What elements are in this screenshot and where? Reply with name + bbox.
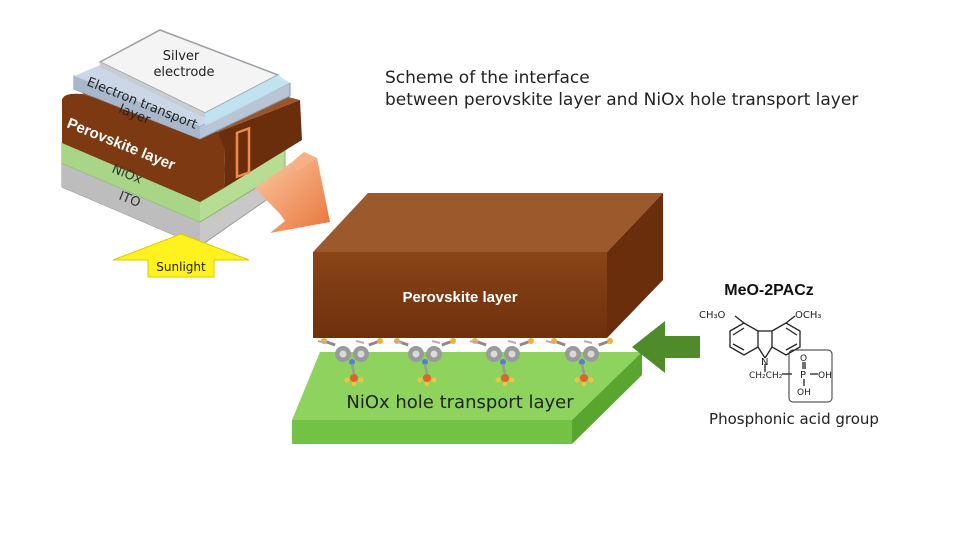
sam-molecules (317, 338, 613, 387)
molecule-labels: CH₃O OCH₃ N CH₂CH₂ P O OH OH (699, 310, 832, 398)
sam-molecule (551, 338, 613, 387)
nitrogen-label: N (761, 357, 768, 368)
sam-fragment (507, 340, 517, 344)
phosphonic-group-label: Phosphonic acid group (709, 410, 879, 428)
sam-fragment (317, 340, 327, 344)
molecule-name: MeO-2PACz (724, 282, 814, 299)
och3-right-label: OCH₃ (795, 310, 821, 321)
phosphorus-label: P (800, 370, 806, 381)
sam-molecule (394, 338, 456, 387)
perovskite-block: Perovskite layer (313, 193, 663, 338)
niox-slab: NiOx hole transport layer (292, 352, 642, 444)
caption-line-1: Scheme of the interface (385, 68, 590, 88)
niox-front-face (292, 420, 572, 444)
perovskite-top-face (313, 193, 663, 252)
phosphonic-box (788, 349, 833, 403)
perovskite-small-layer (61, 93, 227, 202)
molecule-structure (729, 315, 833, 403)
niox-right-face (572, 352, 642, 444)
green-arrow (632, 321, 700, 373)
oh-right-label: OH (818, 371, 832, 381)
perovskite-front-face (313, 252, 607, 338)
cell-stack: Silver electrode Electron transport laye… (61, 29, 302, 247)
sunlight-arrow: Sunlight (112, 233, 250, 278)
niox-top-face (292, 352, 642, 420)
sam-fragment (431, 340, 441, 344)
oh-bottom-label: OH (797, 388, 811, 398)
zoom-arrow (255, 152, 330, 233)
silver-label-2: electrode (153, 65, 214, 80)
silver-label-1: Silver (163, 49, 200, 64)
sam-fragment (469, 340, 479, 344)
chain-label: CH₂CH₂ (749, 371, 783, 381)
och3-left-label: CH₃O (699, 310, 726, 321)
sam-molecule (472, 338, 534, 387)
sam-molecule (321, 338, 383, 387)
caption-line-2: between perovskite layer and NiOx hole t… (385, 90, 859, 110)
oxygen-top-label: O (800, 354, 807, 364)
zoom-marker (235, 126, 251, 179)
sam-fragment (393, 340, 403, 344)
niox-label: NiOx hole transport layer (346, 392, 574, 413)
sam-fragment (545, 340, 555, 344)
sunlight-label: Sunlight (156, 260, 206, 274)
perovskite-label: Perovskite layer (402, 289, 517, 306)
sam-fragment (355, 340, 365, 344)
sam-fragment (583, 340, 593, 344)
caption: Scheme of the interface between perovski… (385, 67, 858, 111)
perovskite-right-face (607, 193, 663, 338)
